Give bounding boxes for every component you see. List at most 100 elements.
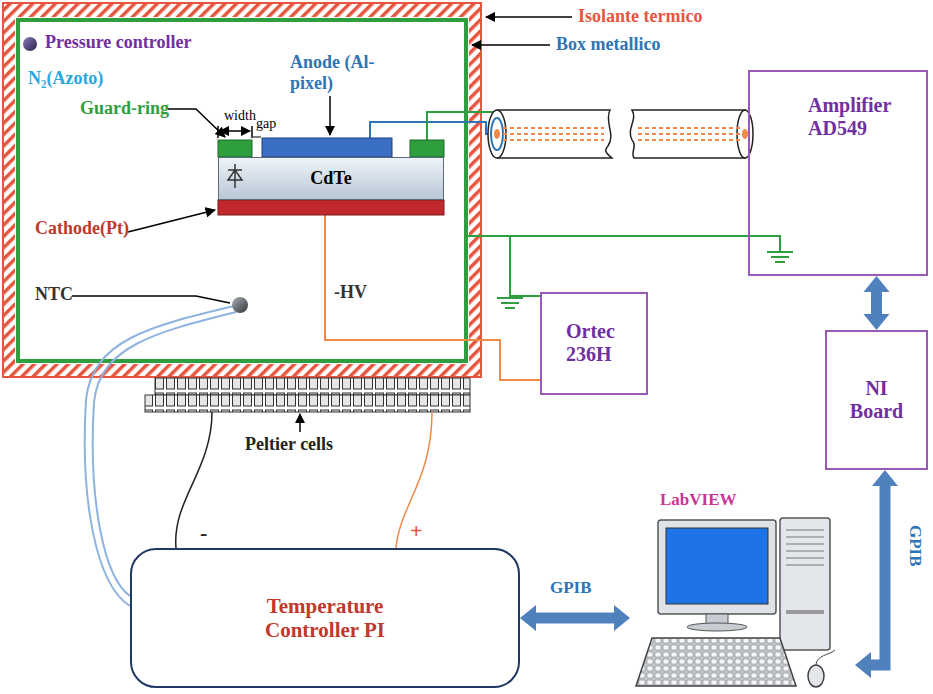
part-label: Guard-ring bbox=[80, 98, 169, 119]
part-label: - bbox=[200, 520, 207, 545]
coax-cable bbox=[503, 127, 604, 129]
wires bbox=[396, 412, 432, 548]
tower-slot bbox=[786, 610, 824, 614]
detector-electrodes bbox=[262, 138, 392, 157]
coax-cable bbox=[497, 110, 612, 158]
part-label: gap bbox=[256, 116, 276, 132]
daq-board-box: NI Board bbox=[825, 330, 928, 470]
temperature-controller-box: Temperature Controller PI bbox=[130, 548, 520, 688]
leader-arrows bbox=[251, 126, 253, 138]
part-label: NTC bbox=[35, 284, 73, 305]
ground-symbols bbox=[505, 307, 515, 309]
thermal-insulation bbox=[3, 3, 481, 377]
tower-slot bbox=[786, 565, 824, 566]
coax-cable bbox=[638, 139, 740, 141]
amplifier-box: Amplifier AD549 bbox=[748, 70, 928, 276]
edge-label: GPIB bbox=[548, 578, 594, 598]
ground-symbols bbox=[775, 261, 785, 263]
detector-electrodes bbox=[410, 140, 444, 157]
pressure-controller-symbol bbox=[23, 37, 37, 51]
power-supply-box: Ortec 236H bbox=[540, 292, 648, 395]
gpib-arrow bbox=[864, 276, 890, 330]
wires bbox=[85, 112, 780, 606]
tower-slot bbox=[786, 544, 824, 545]
metal-box bbox=[18, 20, 466, 361]
wires bbox=[176, 412, 212, 548]
tower-slot bbox=[786, 530, 824, 531]
coax-cable bbox=[503, 128, 740, 140]
mouse-cable bbox=[816, 650, 835, 665]
part-label: Anode (Al-pixel) bbox=[290, 52, 400, 93]
keyboard bbox=[636, 638, 796, 686]
detector-electrodes bbox=[218, 140, 252, 157]
ground-symbols bbox=[771, 256, 789, 258]
peltier-cells bbox=[145, 378, 470, 412]
peltier-cells bbox=[145, 395, 470, 412]
arrow-shaft bbox=[871, 486, 885, 665]
metal-box bbox=[18, 20, 466, 361]
mouse bbox=[808, 665, 824, 687]
cdte-crystal: CdTe bbox=[218, 157, 444, 200]
arrow-head bbox=[864, 276, 890, 292]
tower-slot bbox=[786, 558, 824, 559]
arrow-head bbox=[855, 652, 871, 678]
arrow-head bbox=[614, 605, 630, 631]
node-text: LabVIEW bbox=[660, 490, 737, 510]
node-text: CdTe bbox=[310, 168, 351, 189]
wires bbox=[93, 312, 236, 596]
part-label: Box metallico bbox=[556, 34, 660, 55]
part-label: -HV bbox=[332, 282, 369, 303]
leader-arrows bbox=[486, 16, 572, 18]
monitor-screen bbox=[666, 528, 768, 604]
ground-symbols bbox=[767, 251, 793, 253]
coax-cable bbox=[638, 133, 740, 135]
wires bbox=[510, 236, 540, 296]
part-label: Isolante termico bbox=[578, 6, 702, 27]
arrow-shaft bbox=[871, 292, 882, 314]
leader-arrows bbox=[220, 130, 250, 132]
arrow-head bbox=[872, 470, 898, 486]
coax-cable bbox=[494, 129, 500, 139]
coax-cable bbox=[503, 133, 604, 135]
edge-label: GPIB bbox=[905, 523, 925, 569]
monitor-frame bbox=[658, 520, 776, 614]
coax-cable bbox=[630, 110, 745, 158]
peltier-cells bbox=[155, 378, 470, 395]
node-text: Amplifier AD549 bbox=[808, 94, 918, 140]
part-label: Peltier cells bbox=[245, 434, 333, 455]
thermal-insulation bbox=[3, 3, 481, 377]
leader-arrows bbox=[128, 210, 215, 232]
computer: LabVIEW bbox=[630, 490, 855, 692]
part-label: + bbox=[410, 518, 423, 543]
coax-cable bbox=[503, 139, 604, 141]
leader-arrows bbox=[72, 296, 230, 303]
leader-arrows bbox=[168, 109, 225, 137]
ground-symbols bbox=[497, 297, 523, 299]
part-label: N₂(Azoto) bbox=[28, 68, 103, 89]
wires bbox=[325, 215, 540, 380]
detector-electrodes bbox=[218, 200, 444, 215]
leader-arrows bbox=[329, 96, 331, 135]
coax-cable bbox=[488, 110, 753, 158]
leader-arrows bbox=[217, 126, 219, 138]
diode-symbol bbox=[225, 164, 245, 188]
node-text: NI Board bbox=[847, 377, 907, 423]
part-label: width bbox=[224, 108, 256, 124]
node-text: Temperature Controller PI bbox=[225, 594, 425, 642]
tower-slot bbox=[786, 537, 824, 538]
part-label: Pressure controller bbox=[45, 32, 191, 53]
wires bbox=[370, 122, 497, 138]
diode-symbol-stroke bbox=[228, 164, 242, 188]
computer-icon bbox=[630, 490, 855, 692]
pressure-controller-symbol bbox=[23, 37, 37, 51]
ntc-sensor bbox=[232, 297, 248, 313]
computer-tower bbox=[780, 518, 830, 650]
leader-arrows bbox=[299, 414, 301, 432]
thermal-insulation bbox=[15, 17, 469, 364]
part-label: Cathode(Pt) bbox=[35, 218, 129, 239]
coax-cable bbox=[491, 118, 503, 150]
leader-arrows bbox=[253, 137, 261, 138]
node-text: Ortec 236H bbox=[566, 320, 636, 366]
leader-arrows bbox=[472, 44, 550, 46]
